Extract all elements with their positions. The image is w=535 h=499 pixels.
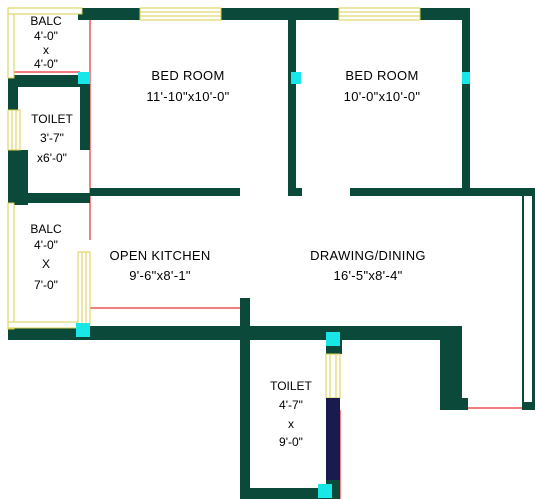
- room-dim-kitchen: 9'-6"x8'-1": [129, 268, 191, 283]
- room-dim-drawing: 16'-5"x8'-4": [333, 268, 402, 283]
- room-dim-balc-top-3: 4'-0": [34, 57, 58, 71]
- room-dim-balc-top-2: x: [43, 43, 49, 57]
- room-name-balc-top: BALC: [30, 14, 62, 28]
- room-dim-bed-2: 10'-0"x10'-0": [344, 89, 421, 104]
- room-name-kitchen: OPEN KITCHEN: [109, 248, 210, 263]
- room-dim-toilet-bottom-1: 4'-7": [279, 398, 303, 412]
- pillars: [76, 72, 470, 498]
- room-name-balc-left: BALC: [30, 222, 62, 236]
- room-dim-balc-left-2: X: [42, 257, 50, 271]
- room-name-toilet-left: TOILET: [31, 112, 73, 126]
- room-name-toilet-bottom: TOILET: [270, 379, 312, 393]
- room-name-bed-2: BED ROOM: [345, 68, 418, 83]
- room-dim-toilet-left-2: x6'-0": [37, 151, 67, 165]
- room-dim-bed-1: 11'-10"x10'-0": [146, 89, 229, 104]
- room-name-drawing: DRAWING/DINING: [310, 248, 426, 263]
- room-dim-balc-left-3: 7'-0": [34, 278, 58, 292]
- room-name-bed-1: BED ROOM: [151, 68, 224, 83]
- room-dim-toilet-left-1: 3'-7": [40, 131, 64, 145]
- windows: [7, 7, 532, 402]
- room-dim-toilet-bottom-2: x: [288, 417, 294, 431]
- room-labels: BALC 4'-0" x 4'-0" TOILET 3'-7" x6'-0" B…: [30, 14, 426, 449]
- room-dim-balc-left-1: 4'-0": [34, 238, 58, 252]
- door-frame: [326, 398, 340, 488]
- room-dim-toilet-bottom-3: 9'-0": [279, 435, 303, 449]
- room-dim-balc-top-1: 4'-0": [34, 29, 58, 43]
